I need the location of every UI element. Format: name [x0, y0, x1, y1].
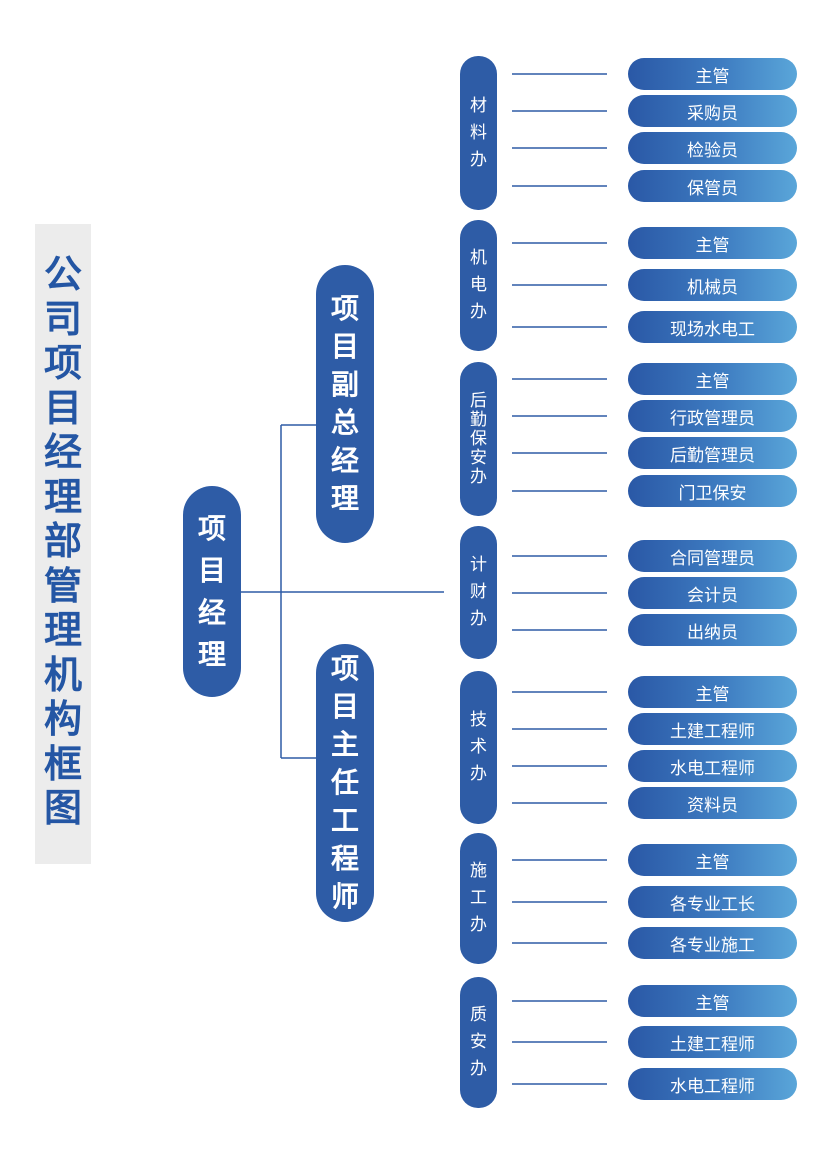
role-item: 土建工程师	[628, 713, 797, 745]
role-item: 各专业工长	[628, 886, 797, 918]
chief-engineer-label: 项目主任工程师	[330, 652, 359, 913]
role-item: 主管	[628, 985, 797, 1017]
role-item: 出纳员	[628, 614, 797, 646]
role-item: 主管	[628, 676, 797, 708]
role-item: 资料员	[628, 787, 797, 819]
role-item: 采购员	[628, 95, 797, 127]
vice-gm-node: 项目副总经理	[316, 265, 374, 543]
title-band: 公司项目经理部管理机构框图	[35, 224, 91, 864]
role-item: 主管	[628, 363, 797, 395]
role-item: 门卫保安	[628, 475, 797, 507]
role-item: 土建工程师	[628, 1026, 797, 1058]
office-label: 后勤保安办	[470, 390, 487, 487]
role-item: 后勤管理员	[628, 437, 797, 469]
office-label: 材料办	[470, 95, 487, 170]
vice-gm-label: 项目副总经理	[330, 292, 359, 515]
role-item: 行政管理员	[628, 400, 797, 432]
office-node: 施工办	[460, 833, 497, 964]
role-item: 现场水电工	[628, 311, 797, 343]
role-item: 主管	[628, 844, 797, 876]
project-manager-node: 项目经理	[183, 486, 241, 697]
role-item: 保管员	[628, 170, 797, 202]
office-label: 计财办	[470, 555, 487, 629]
project-manager-label: 项目经理	[197, 511, 226, 671]
office-label: 质安办	[470, 1005, 487, 1079]
chart-title: 公司项目经理部管理机构框图	[43, 252, 82, 830]
office-label: 机电办	[470, 248, 487, 322]
role-item: 机械员	[628, 269, 797, 301]
role-item: 主管	[628, 58, 797, 90]
office-label: 技术办	[470, 710, 487, 784]
role-item: 各专业施工	[628, 927, 797, 959]
office-node: 计财办	[460, 526, 497, 659]
chief-engineer-node: 项目主任工程师	[316, 644, 374, 922]
role-item: 合同管理员	[628, 540, 797, 572]
office-node: 后勤保安办	[460, 362, 497, 516]
office-node: 机电办	[460, 220, 497, 351]
role-item: 会计员	[628, 577, 797, 609]
role-item: 水电工程师	[628, 750, 797, 782]
role-item: 主管	[628, 227, 797, 259]
role-item: 水电工程师	[628, 1068, 797, 1100]
role-item: 检验员	[628, 132, 797, 164]
office-node: 质安办	[460, 977, 497, 1108]
office-node: 材料办	[460, 56, 497, 210]
office-label: 施工办	[470, 861, 487, 935]
office-node: 技术办	[460, 671, 497, 824]
